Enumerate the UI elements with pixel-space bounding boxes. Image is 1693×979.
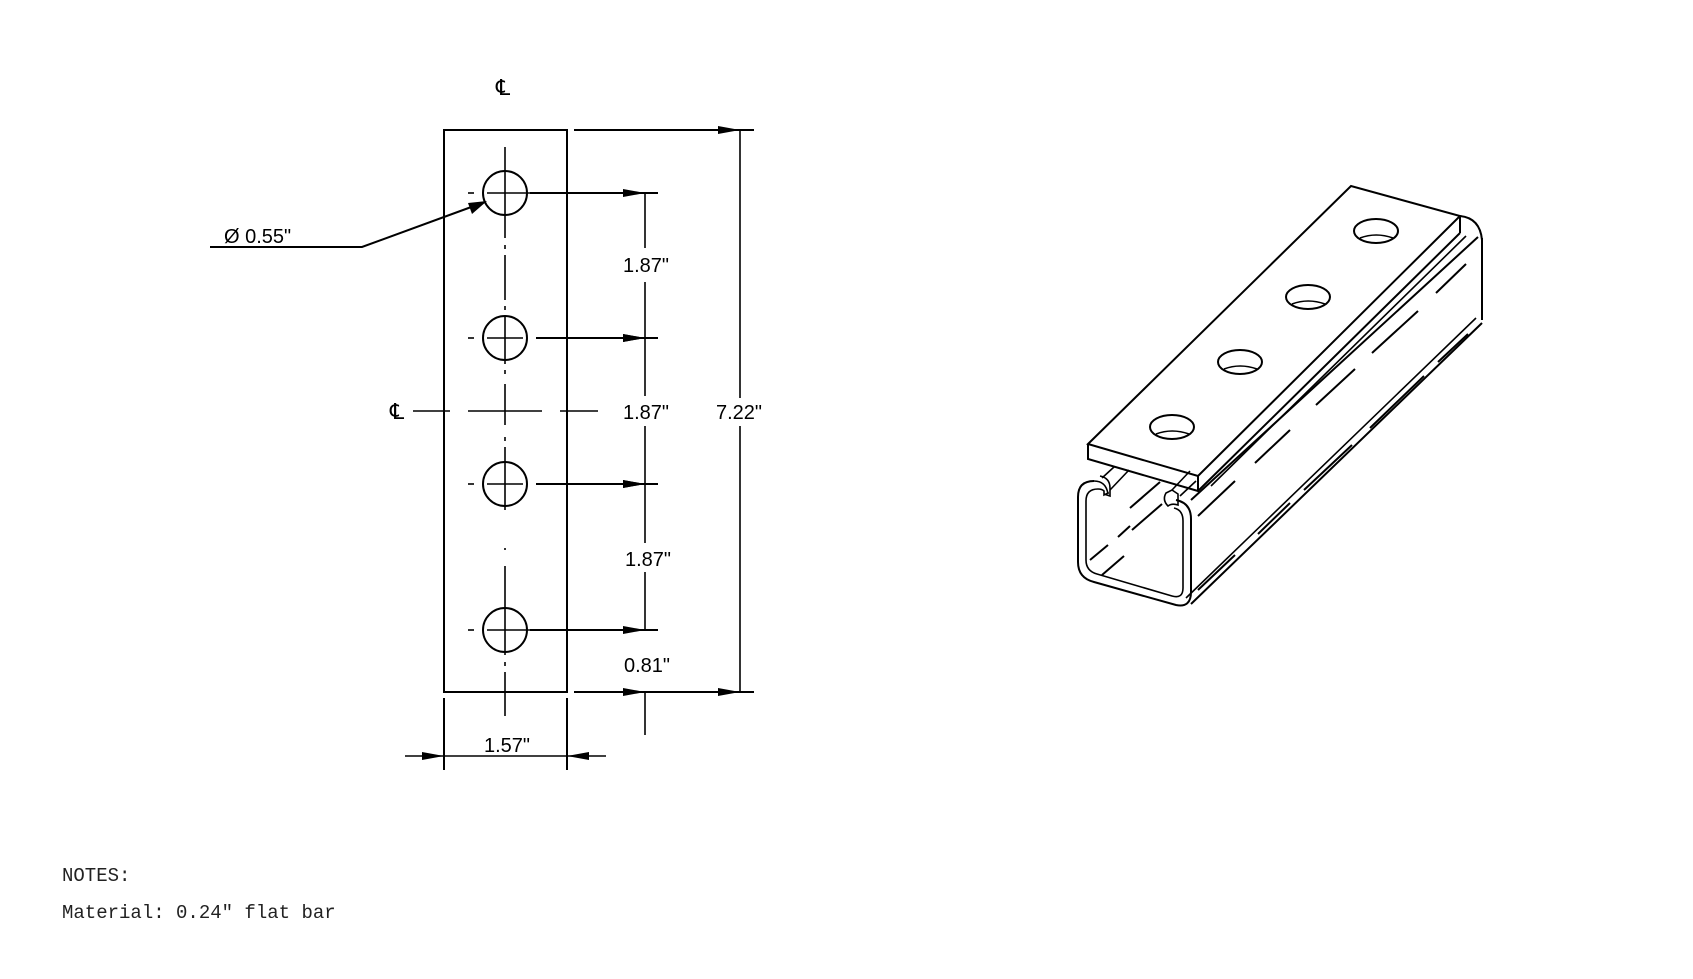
plate-hole-3 [1285, 284, 1331, 310]
isometric-view [1077, 184, 1483, 607]
hole-spacing-label-2: 1.87" [623, 402, 669, 424]
overall-length-dimension: 7.22" [574, 126, 762, 696]
hole-3 [468, 461, 528, 507]
flat-plate [1086, 184, 1467, 493]
hidden-lines-upper [1197, 263, 1467, 517]
plate-hole-4 [1353, 218, 1399, 244]
notes-material: Material: 0.24" flat bar [62, 902, 336, 924]
hidden-lines-interior [1089, 481, 1163, 576]
notes-title: NOTES: [62, 865, 131, 887]
hole-1 [468, 170, 540, 216]
hidden-lines-lower [1197, 333, 1469, 591]
width-dimension: 1.57" [405, 698, 606, 770]
overall-length-label: 7.22" [716, 402, 762, 424]
width-label: 1.57" [484, 735, 530, 757]
centerline-symbol-top: ℄ [495, 75, 511, 100]
hole-4 [468, 607, 530, 653]
front-view: ℄ ℄ [210, 75, 762, 770]
plate-hole-1 [1149, 414, 1195, 440]
centerline-symbol-left: ℄ [389, 399, 405, 424]
hole-spacing-label-1: 1.87" [623, 255, 669, 277]
hole-spacing-dimensions: 1.87" 1.87" 1.87" 0.81" [623, 189, 671, 735]
hole-diameter-label: Ø 0.55" [224, 226, 291, 248]
end-offset-label: 0.81" [624, 655, 670, 677]
hole-diameter-callout: Ø 0.55" [210, 201, 487, 248]
hole-2 [468, 315, 528, 361]
strut-channel [1077, 215, 1483, 607]
hole-spacing-label-3: 1.87" [625, 549, 671, 571]
plate-hole-2 [1217, 349, 1263, 375]
